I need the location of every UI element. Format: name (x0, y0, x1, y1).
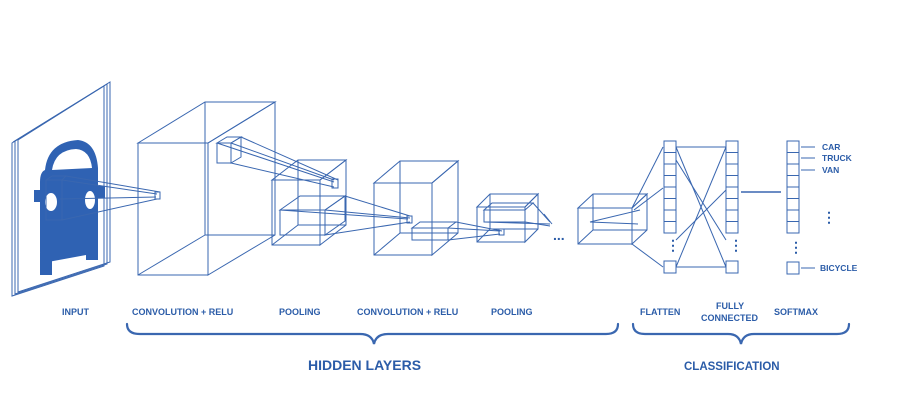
class-label-bicycle: BICYCLE (820, 263, 858, 273)
class-label-van: VAN (822, 165, 839, 175)
conv2-to-pool2-lines (447, 221, 505, 241)
flatten-cell (663, 209, 677, 222)
softmax-cell (786, 186, 800, 199)
flatten-cell (663, 163, 677, 176)
softmax-cell (786, 221, 800, 234)
car-icon (34, 140, 105, 275)
fully-connected-cell (725, 221, 739, 234)
conv1-to-pool1-lines (215, 136, 339, 189)
fully-connected-column (725, 140, 739, 274)
flatten-cell (663, 175, 677, 188)
fully-connected-cell (725, 198, 739, 211)
softmax-column (786, 140, 800, 275)
softmax-last-cell (786, 261, 800, 275)
label-pooling-2: POOLING (491, 307, 533, 317)
fully-connected-cell (725, 152, 739, 165)
label-softmax: SOFTMAX (774, 307, 818, 317)
class-label-truck: TRUCK (822, 153, 853, 163)
flatten-last-cell (663, 260, 677, 274)
class-labels: CAR TRUCK VAN BICYCLE (801, 142, 858, 273)
label-pooling-1: POOLING (279, 307, 321, 317)
flatten-cell (663, 140, 677, 153)
flatten-cell (663, 198, 677, 211)
pool1-to-conv2-lines (279, 195, 413, 236)
conv1-volume (136, 101, 277, 276)
final-feature-volume (576, 192, 649, 246)
fully-connected-cell (725, 186, 739, 199)
fully-connected-cell (725, 163, 739, 176)
label-conv-relu-2: CONVOLUTION + RELU (357, 307, 458, 317)
feature-to-flatten-lines (631, 146, 664, 268)
classification-bracket (631, 322, 851, 345)
softmax-cell (786, 152, 800, 165)
input-image (11, 81, 111, 297)
label-flatten: FLATTEN (640, 307, 680, 317)
fc-vertical-ellipsis: ⋮ (729, 237, 743, 253)
label-fully-connected-1: FULLY (716, 301, 744, 311)
input-to-conv1-lines (59, 175, 161, 221)
flatten-cell (663, 152, 677, 165)
softmax-cell (786, 175, 800, 188)
class-label-car: CAR (822, 142, 840, 152)
fully-connected-cell (725, 175, 739, 188)
flatten-vertical-ellipsis: ⋮ (666, 237, 680, 253)
label-classification: CLASSIFICATION (684, 361, 780, 373)
hidden-layers-bracket (125, 322, 620, 345)
pool2-volume (475, 192, 553, 244)
conv2-volume (372, 159, 460, 257)
flatten-column (663, 140, 677, 274)
horizontal-ellipsis: ... (553, 227, 565, 243)
flatten-cell (663, 186, 677, 199)
pool1-volume (270, 158, 348, 247)
softmax-cell (786, 198, 800, 211)
flatten-to-fc-connections (675, 146, 727, 268)
classes-vertical-ellipsis: ⋮ (822, 209, 836, 225)
label-conv-relu-1: CONVOLUTION + RELU (132, 307, 233, 317)
label-input: INPUT (62, 307, 90, 317)
softmax-cell (786, 209, 800, 222)
softmax-cell (786, 163, 800, 176)
softmax-cell (786, 140, 800, 153)
label-fully-connected-2: CONNECTED (701, 313, 759, 323)
flatten-cell (663, 221, 677, 234)
stage-labels: INPUT CONVOLUTION + RELU POOLING CONVOLU… (62, 301, 818, 323)
fully-connected-last-cell (725, 260, 739, 274)
label-hidden-layers: HIDDEN LAYERS (308, 357, 421, 373)
fully-connected-cell (725, 209, 739, 222)
softmax-vertical-ellipsis: ⋮ (789, 239, 803, 255)
fully-connected-cell (725, 140, 739, 153)
